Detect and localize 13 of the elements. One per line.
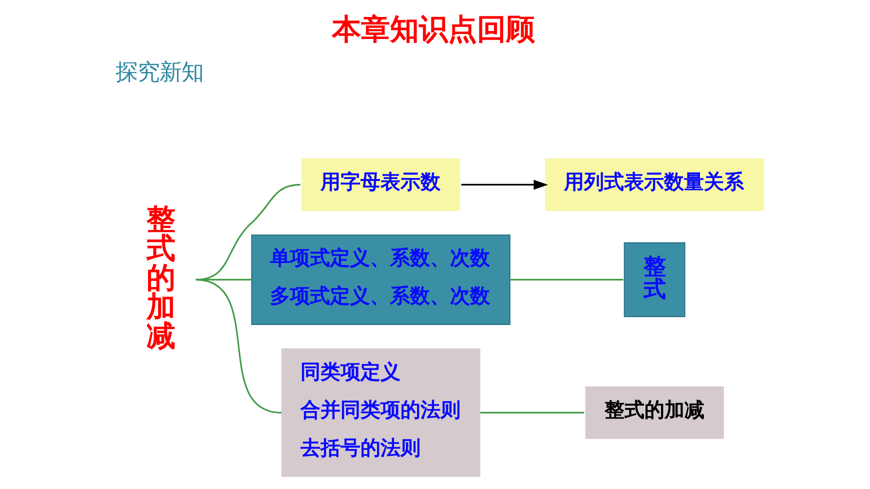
- connector: [510, 278, 624, 280]
- diagram-title: 本章知识点回顾: [332, 12, 536, 46]
- node-box: 同类项定义 合并同类项的法则 去括号的法则: [281, 348, 480, 477]
- node-box: 用字母表示数: [301, 158, 460, 211]
- connector: [480, 412, 584, 414]
- connector: [196, 278, 282, 414]
- arrow: [461, 180, 548, 190]
- node-box: 用列式表示数量关系: [545, 158, 764, 211]
- node-box: 单项式定义、系数、次数 多项式定义、系数、次数: [251, 234, 510, 325]
- node-box: 整式: [624, 242, 686, 318]
- node-text: 整式的加减: [146, 202, 176, 352]
- label: 探究新知: [115, 60, 204, 86]
- node-box: 整式的加减: [585, 386, 724, 439]
